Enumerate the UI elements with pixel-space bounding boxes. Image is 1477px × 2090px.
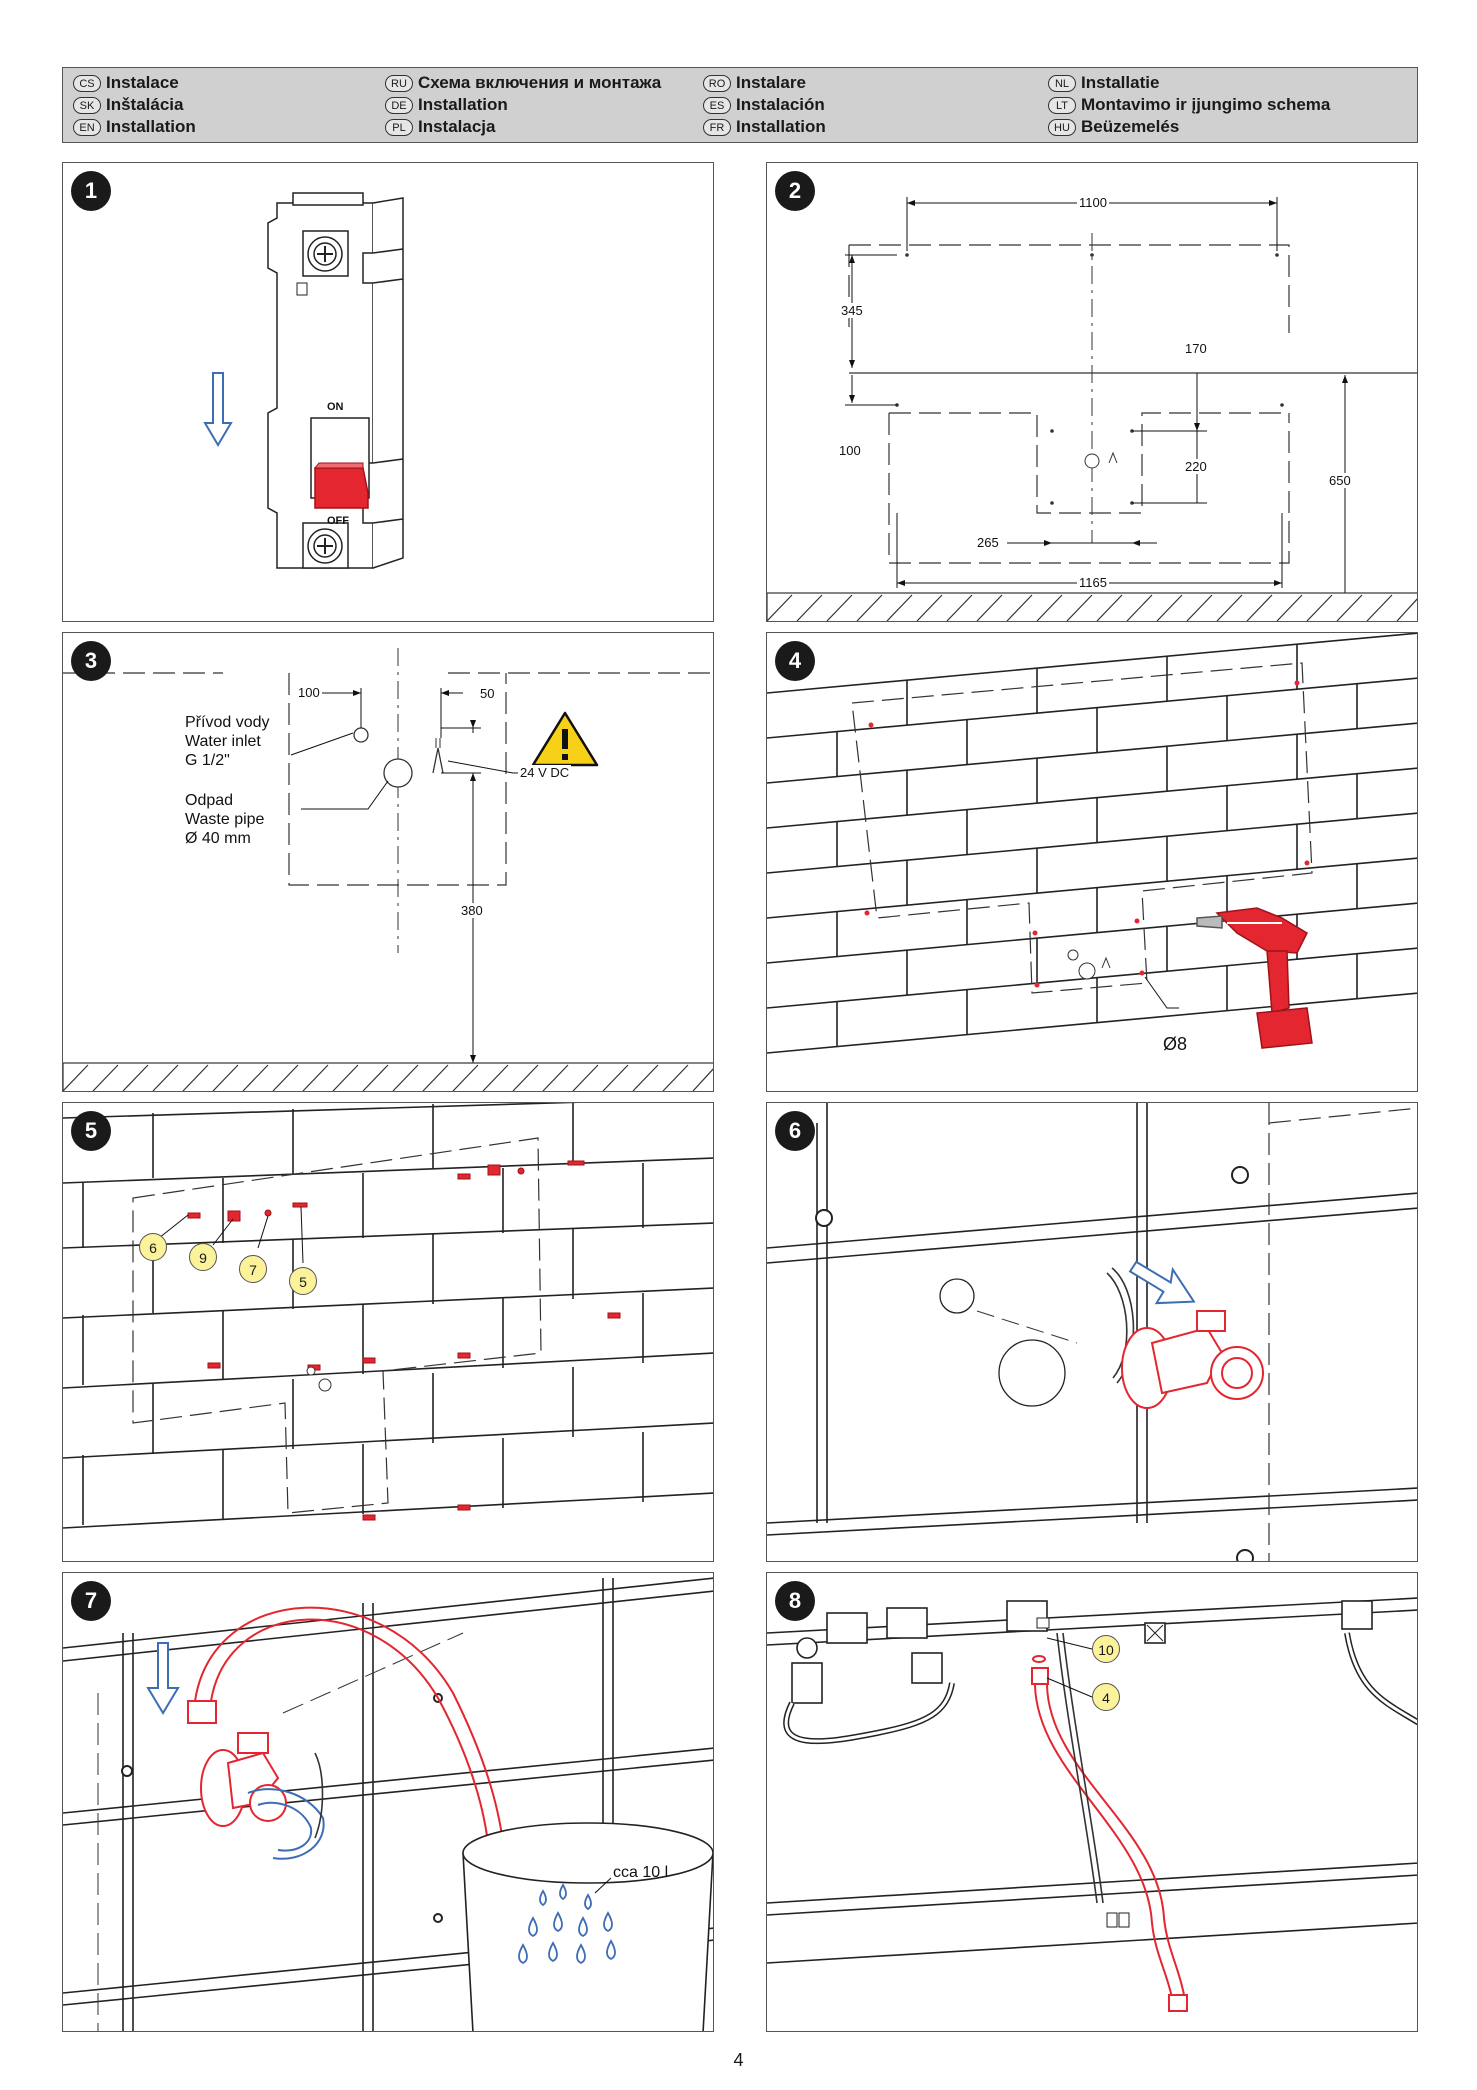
dim-220: 220 bbox=[1183, 459, 1209, 474]
angle-valve-illustration bbox=[767, 1103, 1417, 1561]
part-callout-6: 6 bbox=[139, 1233, 167, 1261]
header-col-4: NL Installatie LT Montavimo ir įjungimo sc… bbox=[1048, 72, 1330, 138]
circuit-breaker-illustration bbox=[203, 192, 404, 569]
step-2-panel: 2 bbox=[766, 162, 1418, 622]
anchor-installation-illustration bbox=[63, 1103, 713, 1529]
dim-265: 265 bbox=[975, 535, 1001, 550]
lang-title: Beüzemelés bbox=[1081, 117, 1180, 136]
connection-dimension-drawing bbox=[63, 648, 713, 1091]
water-inlet-label: Přívod vody Water inlet G 1/2" bbox=[185, 714, 270, 769]
lang-badge: NL bbox=[1048, 74, 1076, 92]
lang-title: Installation bbox=[418, 95, 508, 114]
waste-pipe-label: Odpad Waste pipe Ø 40 mm bbox=[185, 792, 265, 847]
dim-1165: 1165 bbox=[1077, 575, 1109, 590]
off-label: OFF bbox=[327, 515, 349, 527]
lang-badge: DE bbox=[385, 96, 413, 114]
step-number: 4 bbox=[775, 641, 815, 681]
step-7-panel: 7 bbox=[62, 1572, 714, 2032]
dim-345: 345 bbox=[839, 303, 865, 318]
lang-badge: ES bbox=[703, 96, 731, 114]
step-number: 8 bbox=[775, 1581, 815, 1621]
hose-connection-illustration bbox=[767, 1597, 1417, 2012]
part-callout-5: 5 bbox=[289, 1267, 317, 1295]
lang-title: Installation bbox=[106, 117, 196, 136]
dim-100: 100 bbox=[296, 685, 322, 700]
part-callout-10: 10 bbox=[1092, 1635, 1120, 1663]
step-4-panel: 4 bbox=[766, 632, 1418, 1092]
lang-title: Instalación bbox=[736, 95, 825, 114]
lang-badge: FR bbox=[703, 118, 731, 136]
water-volume-label: cca 10 l bbox=[613, 1864, 669, 1881]
step-3-panel: 3 bbox=[62, 632, 714, 1092]
step-number: 6 bbox=[775, 1111, 815, 1151]
lang-title: Instalare bbox=[736, 73, 806, 92]
lang-title: Installation bbox=[736, 117, 826, 136]
step-6-panel: 6 bbox=[766, 1102, 1418, 1562]
lang-badge: SK bbox=[73, 96, 101, 114]
lang-badge: HU bbox=[1048, 118, 1076, 136]
lang-badge: EN bbox=[73, 118, 101, 136]
part-callout-7: 7 bbox=[239, 1255, 267, 1283]
step-5-panel: 5 bbox=[62, 1102, 714, 1562]
dim-50: 50 bbox=[478, 686, 497, 701]
on-label: ON bbox=[325, 401, 346, 413]
lang-badge: LT bbox=[1048, 96, 1076, 114]
step-number: 7 bbox=[71, 1581, 111, 1621]
voltage-label: 24 V DC bbox=[518, 765, 572, 780]
header-col-3: RO Instalare ES Instalación FR Installation bbox=[703, 72, 826, 138]
step-number: 3 bbox=[71, 641, 111, 681]
dim-100: 100 bbox=[837, 443, 863, 458]
page-number: 4 bbox=[733, 2050, 744, 2070]
step-1-panel: 1 ON OFF bbox=[62, 162, 714, 622]
step-8-panel: 8 10 4 bbox=[766, 1572, 1418, 2032]
lang-title: Схема включения и монтажа bbox=[418, 73, 662, 92]
flushing-illustration bbox=[63, 1577, 713, 2031]
mounting-dimension-drawing bbox=[767, 197, 1417, 621]
step-number: 5 bbox=[71, 1111, 111, 1151]
lang-title: Inštalácia bbox=[106, 95, 184, 114]
header-col-2: RU Схема включения и монтажа DE Installati… bbox=[385, 72, 661, 138]
step-number: 2 bbox=[775, 171, 815, 211]
dim-170: 170 bbox=[1183, 341, 1209, 356]
part-callout-9: 9 bbox=[189, 1243, 217, 1271]
drill-size-label: Ø8 bbox=[1163, 1034, 1188, 1054]
lang-badge: CS bbox=[73, 74, 101, 92]
lang-title: Instalacja bbox=[418, 117, 496, 136]
lang-title: Montavimo ir įjungimo schema bbox=[1081, 95, 1331, 114]
lang-badge: RU bbox=[385, 74, 413, 92]
part-callout-4: 4 bbox=[1092, 1683, 1120, 1711]
lang-badge: PL bbox=[385, 118, 413, 136]
lang-title: Instalace bbox=[106, 73, 179, 92]
dim-1100: 1100 bbox=[1077, 195, 1109, 210]
dim-650: 650 bbox=[1327, 473, 1353, 488]
dim-380: 380 bbox=[459, 903, 485, 918]
drilling-illustration bbox=[767, 633, 1417, 1054]
step-number: 1 bbox=[71, 171, 111, 211]
header-col-1: CS Instalace SK Inštalácia EN Installation bbox=[73, 72, 196, 138]
lang-title: Installatie bbox=[1081, 73, 1160, 92]
lang-badge: RO bbox=[703, 74, 731, 92]
